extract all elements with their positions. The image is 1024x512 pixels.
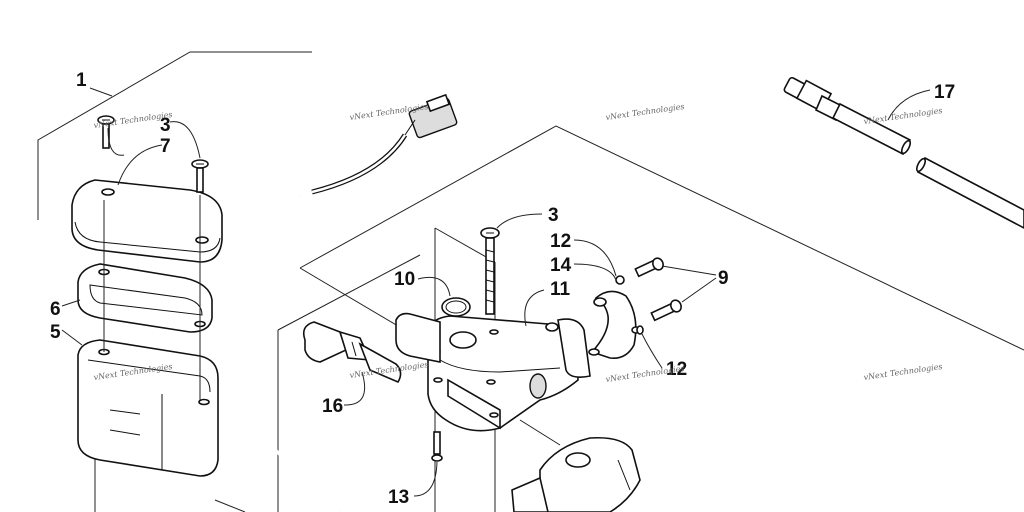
callout-3-screw: 3: [160, 115, 171, 136]
callout-12-upper: 12: [550, 231, 571, 252]
callout-16: 16: [322, 396, 343, 417]
watermark-text: vNext Technologies: [605, 364, 685, 384]
cover-screws: [97, 115, 209, 193]
callout-12-lower: 12: [666, 359, 687, 380]
callout-3-long-screw: 3: [548, 205, 559, 226]
brake-switch: [302, 321, 402, 384]
callout-6: 6: [50, 299, 61, 320]
callout-7: 7: [160, 136, 171, 157]
callout-17: 17: [934, 82, 955, 103]
callout-1: 1: [76, 70, 87, 91]
brake-line: [783, 76, 1024, 229]
reservoir-body: [77, 339, 219, 477]
leader-lines: [61, 87, 931, 497]
brake-switch-harness: [238, 93, 458, 512]
callout-labels: 1 3 7 6 5 10 16 13 3 12 14 11 9 12 17: [50, 70, 955, 508]
callout-14: 14: [550, 255, 572, 276]
handlebar-clamp: [588, 290, 641, 360]
callout-11: 11: [550, 279, 571, 300]
small-screw: [431, 431, 443, 462]
watermark-text: vNext Technologies: [863, 362, 943, 382]
watermark-text: vNext Technologies: [863, 106, 943, 126]
brake-lever: [511, 436, 641, 512]
reservoir-cover: [71, 179, 223, 263]
watermark-text: vNext Technologies: [605, 102, 685, 122]
long-screw: [480, 227, 500, 315]
callout-13: 13: [388, 487, 409, 508]
clamp-bolts: [634, 257, 682, 322]
callout-9: 9: [718, 268, 729, 289]
callout-5: 5: [50, 322, 61, 343]
diaphragm-gasket: [77, 263, 213, 333]
callout-10: 10: [394, 269, 415, 290]
master-cylinder-body: [395, 312, 591, 432]
